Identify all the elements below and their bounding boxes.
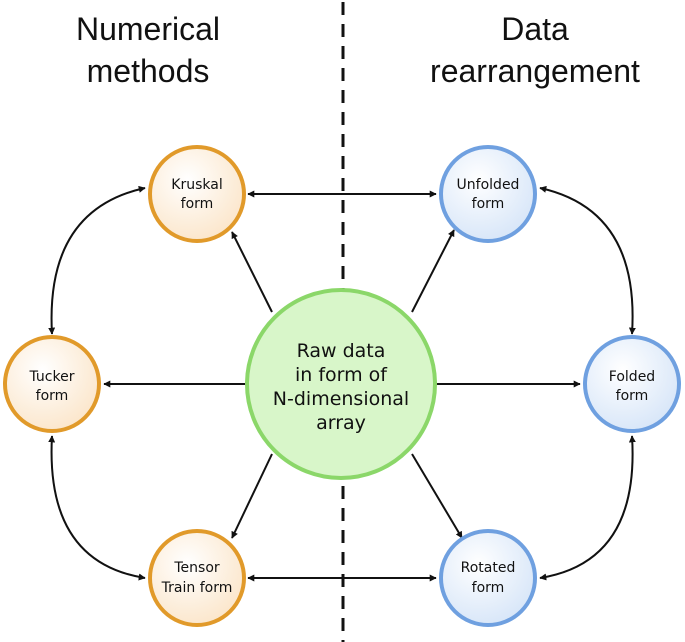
node-tucker-label-line1: Tucker <box>29 369 75 385</box>
center-label-line4: array <box>316 412 366 434</box>
left-heading-line1: Numerical <box>76 11 220 47</box>
node-unfolded-label-line2: form <box>472 196 505 212</box>
arrow-kruskal-tucker <box>48 185 146 335</box>
arrow-folded-rotated <box>539 435 636 581</box>
node-rotated-label-line1: Rotated <box>461 560 516 576</box>
node-kruskal-circle <box>148 145 246 243</box>
node-folded-label-line1: Folded <box>609 369 655 385</box>
center-node-raw-data: Raw data in form of N-dimensional array <box>245 288 437 480</box>
node-kruskal-form: Kruskal form <box>148 145 246 243</box>
arrow-center-to-rotated <box>411 453 463 539</box>
node-tensor-train-circle <box>148 529 246 627</box>
center-node-circle <box>245 288 437 480</box>
right-heading-line2: rearrangement <box>430 53 640 89</box>
node-rotated-circle <box>439 529 537 627</box>
node-rotated-label-line2: form <box>472 580 505 596</box>
node-tensor-train-label-line2: Train form <box>161 580 233 596</box>
node-tucker-form: Tucker form <box>3 335 101 433</box>
node-folded-form: Folded form <box>583 335 681 433</box>
arrow-tucker-tensor-train <box>48 435 146 581</box>
node-tensor-train-label-line1: Tensor <box>173 560 220 576</box>
center-label-line3: N-dimensional <box>273 388 409 410</box>
right-heading-line1: Data <box>501 11 569 47</box>
left-heading-line2: methods <box>87 53 210 89</box>
center-label-line1: Raw data <box>297 340 386 362</box>
arrow-center-to-tensor-train <box>231 453 273 539</box>
center-label-line2: in form of <box>295 364 388 386</box>
node-tensor-train-form: Tensor Train form <box>148 529 246 627</box>
arrow-unfolded-folded <box>539 185 636 335</box>
node-kruskal-label-line2: form <box>181 196 214 212</box>
arrow-center-to-kruskal <box>231 231 273 313</box>
node-unfolded-label-line1: Unfolded <box>457 177 520 193</box>
node-rotated-form: Rotated form <box>439 529 537 627</box>
node-tucker-circle <box>3 335 101 433</box>
node-folded-circle <box>583 335 681 433</box>
node-unfolded-form: Unfolded form <box>439 145 537 243</box>
arrow-center-to-unfolded <box>411 229 455 313</box>
node-folded-label-line2: form <box>616 388 649 404</box>
node-tucker-label-line2: form <box>36 388 69 404</box>
node-kruskal-label-line1: Kruskal <box>171 177 222 193</box>
node-unfolded-circle <box>439 145 537 243</box>
